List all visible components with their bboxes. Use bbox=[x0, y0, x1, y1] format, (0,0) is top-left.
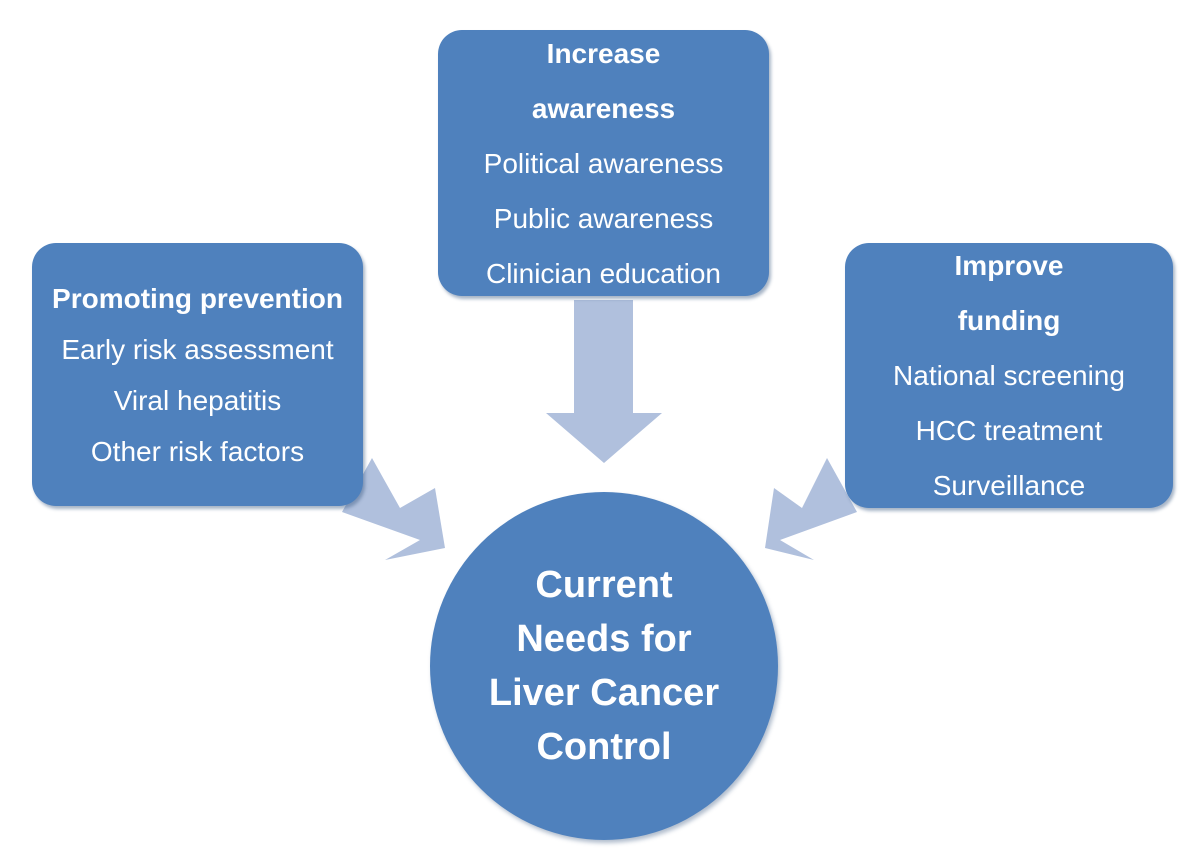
node-item: Surveillance bbox=[932, 470, 1086, 501]
node-item: National screening bbox=[893, 360, 1125, 391]
arrow-funding-to-center bbox=[765, 458, 857, 560]
node-item: Public awareness bbox=[493, 202, 714, 234]
node-item-list: Early risk assessment Viral hepatitis Ot… bbox=[61, 324, 333, 477]
node-item-list: National screening HCC treatment Surveil… bbox=[893, 348, 1125, 513]
node-item: Viral hepatitis bbox=[113, 384, 282, 416]
node-item: Early risk assessment bbox=[61, 333, 334, 365]
node-improve-funding: Improve funding National screening HCC t… bbox=[845, 243, 1173, 508]
node-item: Other risk factors bbox=[90, 435, 305, 467]
arrow-prevention-to-center bbox=[342, 458, 445, 560]
node-item: Clinician education bbox=[485, 257, 722, 289]
node-title: Promoting prevention bbox=[52, 282, 343, 314]
node-title: Improve funding bbox=[954, 250, 1064, 336]
node-increase-awareness: Increase awareness Political awareness P… bbox=[438, 30, 769, 296]
node-title: Increase awareness bbox=[531, 37, 676, 124]
node-item: HCC treatment bbox=[915, 415, 1103, 446]
center-node-label: Current Needs for Liver Cancer Control bbox=[488, 564, 720, 768]
arrow-awareness-to-center bbox=[546, 300, 662, 463]
node-promoting-prevention: Promoting prevention Early risk assessme… bbox=[32, 243, 363, 506]
node-item-list: Political awareness Public awareness Cli… bbox=[484, 136, 724, 301]
center-node-liver-cancer-control: Current Needs for Liver Cancer Control bbox=[430, 492, 778, 840]
node-item: Political awareness bbox=[483, 147, 724, 179]
